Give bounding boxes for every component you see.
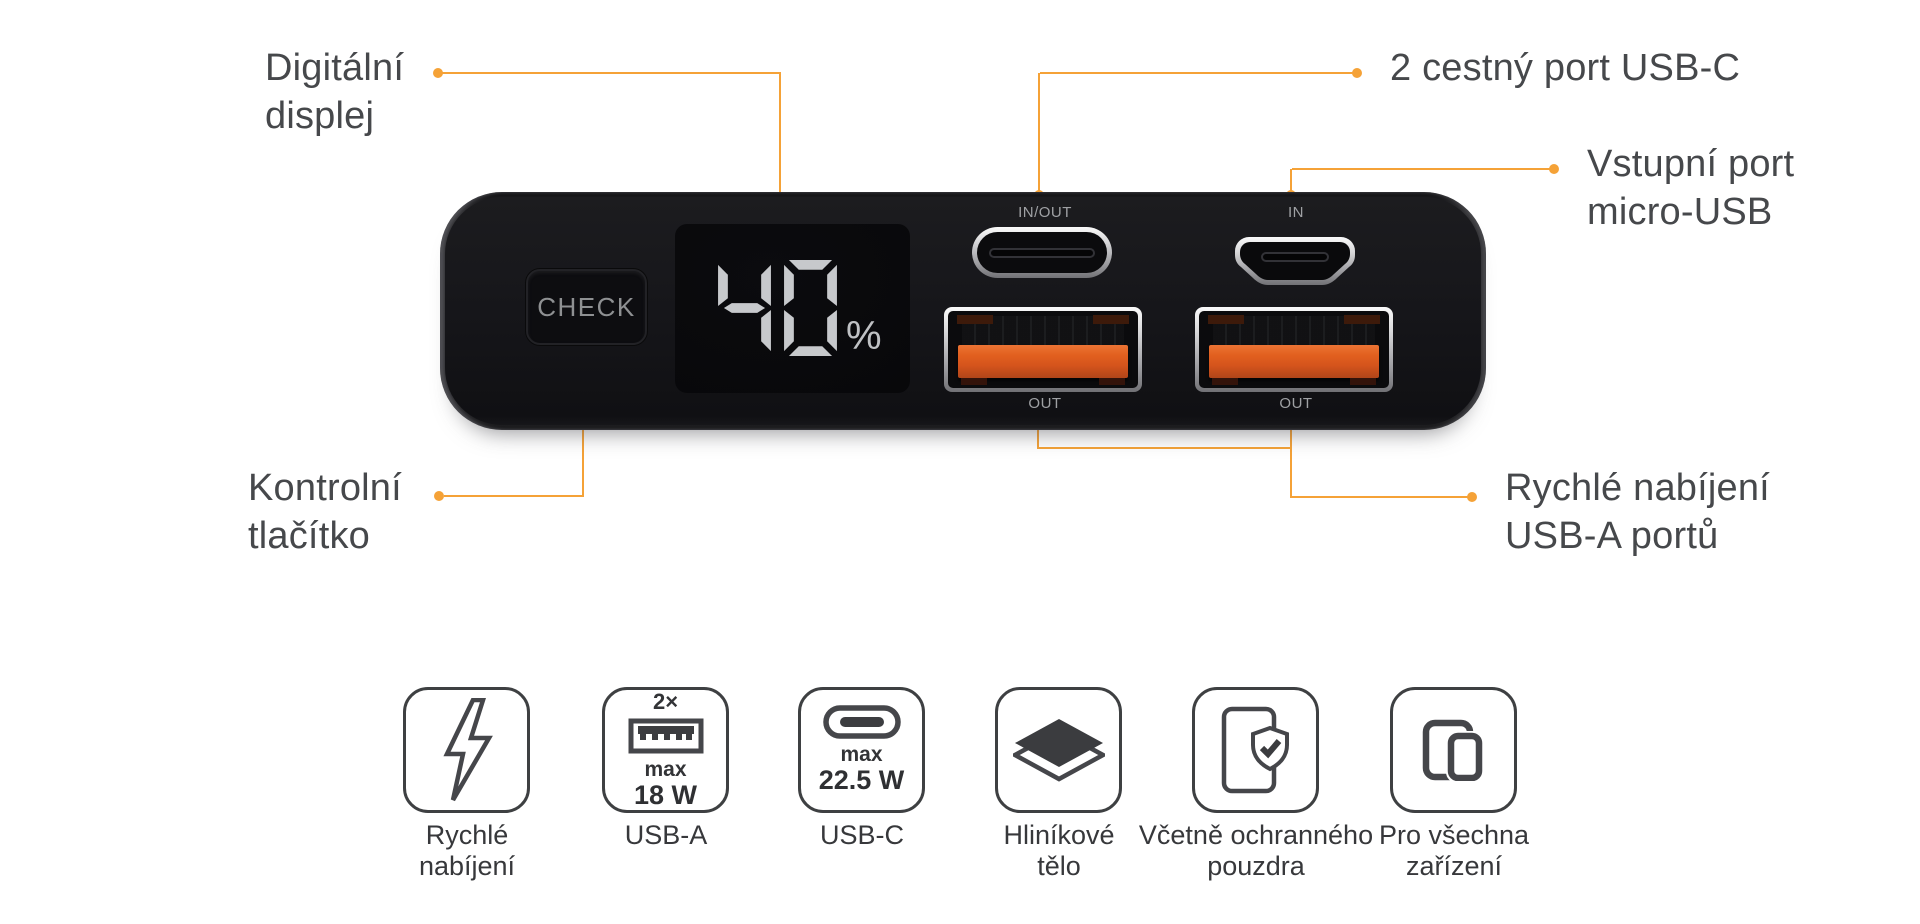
feature-card-all-devices: [1390, 687, 1517, 813]
callout-digital-display-line2: displej: [265, 95, 375, 137]
powerbank-body: CHECK % IN/OUT IN: [440, 192, 1486, 430]
usba-callout-line-v-right: [1290, 422, 1292, 498]
feature-label-all-devices: Pro všechna zařízení: [1324, 820, 1584, 882]
lightning-icon: [442, 698, 493, 802]
check-button: CHECK: [526, 269, 647, 345]
display-callout-dot-text: [433, 68, 443, 78]
callout-check-line1: Kontrolní: [248, 467, 402, 509]
digital-display: %: [675, 224, 910, 393]
usb-a-right-label: OUT: [1279, 395, 1313, 412]
usb-a-left-tab: [961, 378, 987, 385]
feature-label-line: Hliníkové: [1003, 820, 1115, 850]
micro-usb-port-label: IN: [1288, 204, 1304, 221]
callout-digital-display-line1: Digitální: [265, 47, 405, 89]
feature-label-line: USB-A: [624, 820, 708, 850]
callout-usb-c-port: 2 cestný port USB-C: [1390, 44, 1740, 92]
callout-micro-usb-line2: micro-USB: [1587, 191, 1773, 233]
usb-a-left-orange-tongue: [958, 345, 1128, 378]
feature-card-usb-a: 2× max 18 W: [602, 687, 729, 813]
callout-digital-display: Digitální displej: [265, 44, 404, 140]
callout-check-line2: tlačítko: [248, 515, 370, 557]
usb-a-left-tab: [1093, 315, 1129, 324]
usb-a-right-tab: [1212, 378, 1238, 385]
usb-c-port: [972, 227, 1112, 278]
usba-callout-line-h-mid: [1038, 447, 1291, 449]
usb-a-left-label: OUT: [1028, 395, 1062, 412]
micro-usb-port: [1235, 237, 1355, 285]
feature-label-protective-case: Včetně ochranného pouzdra: [1126, 820, 1386, 882]
usb-c-max-label: max: [840, 743, 883, 766]
callout-check-button: Kontrolní tlačítko: [248, 464, 402, 560]
feature-label-usb-c: USB-C: [732, 820, 992, 851]
battery-percentage-digits: [718, 260, 837, 356]
usb-a-power: 18 W: [633, 780, 698, 810]
usb-a-left-cavity: [948, 311, 1138, 388]
display-callout-line-v: [779, 73, 781, 243]
callout-fast-charge-line1: Rychlé nabíjení: [1505, 467, 1770, 509]
feature-label-line: Pro všechna: [1378, 820, 1530, 850]
usbc-callout-dot-text: [1352, 68, 1362, 78]
micro-usb-port-shape: [1235, 237, 1355, 285]
phone-shield-icon: [1221, 706, 1289, 794]
usb-a-right-cavity: [1199, 311, 1389, 388]
callout-usb-c-line1: 2 cestný port USB-C: [1390, 47, 1741, 89]
feature-label-line: zařízení: [1405, 851, 1503, 881]
usb-c-icon: [822, 705, 901, 739]
micro-callout-line-h: [1292, 168, 1552, 170]
check-button-label: CHECK: [537, 291, 636, 322]
callout-micro-usb: Vstupní port micro-USB: [1587, 140, 1794, 236]
powerbank-face: CHECK % IN/OUT IN: [445, 197, 1481, 425]
feature-card-fast-charging: [403, 687, 530, 813]
feature-label-line: Včetně ochranného: [1138, 820, 1374, 850]
feature-label-fast-charging: Rychlé nabíjení: [337, 820, 597, 882]
usb-a-port-left: [944, 307, 1142, 392]
feature-label-line: pouzdra: [1207, 851, 1305, 881]
display-callout-line-h: [440, 72, 781, 74]
feature-card-usb-c: max 22.5 W: [798, 687, 925, 813]
check-callout-dot-text: [434, 491, 444, 501]
usbc-callout-line-v: [1038, 73, 1040, 194]
usba-callout-line-v-left: [1037, 422, 1039, 449]
feature-label-line: USB-C: [819, 820, 904, 850]
usb-a-port-right: [1195, 307, 1393, 392]
feature-label-line: nabíjení: [418, 851, 516, 881]
callout-fast-charge: Rychlé nabíjení USB-A portů: [1505, 464, 1770, 560]
feature-card-protective-case: [1192, 687, 1319, 813]
callout-fast-charge-line2: USB-A portů: [1505, 515, 1719, 557]
percent-sign: %: [846, 314, 882, 358]
usb-a-right-tab: [1350, 378, 1376, 385]
usbc-callout-line-h: [1040, 72, 1354, 74]
check-callout-line-h: [444, 495, 584, 497]
layers-icon: [1012, 719, 1105, 782]
callout-micro-usb-line1: Vstupní port: [1587, 143, 1795, 185]
usba-callout-line-h-end: [1291, 496, 1469, 498]
usb-a-right-tab: [1344, 315, 1380, 324]
micro-callout-dot-text: [1549, 164, 1559, 174]
usb-a-left-tab: [1099, 378, 1125, 385]
feature-label-line: tělo: [1037, 851, 1081, 881]
usb-a-right-tab: [1208, 315, 1244, 324]
feature-label-aluminium-body: Hliníkové tělo: [929, 820, 1189, 882]
usb-a-left-tab: [957, 315, 993, 324]
usb-c-power: 22.5 W: [818, 765, 905, 795]
micro-usb-connector-slot: [1261, 252, 1329, 262]
feature-card-aluminium-body: [995, 687, 1122, 813]
usb-a-count: 2×: [652, 689, 679, 714]
usba-callout-dot-text: [1467, 492, 1477, 502]
micro-callout-line-v: [1290, 169, 1292, 194]
usb-c-connector-slot: [989, 248, 1095, 258]
usb-a-icon: [628, 718, 703, 754]
devices-icon: [1422, 719, 1484, 781]
usb-a-max-label: max: [644, 758, 687, 781]
usb-a-right-orange-tongue: [1209, 345, 1379, 378]
feature-label-line: Rychlé: [425, 820, 509, 850]
usb-c-port-label: IN/OUT: [1018, 204, 1072, 221]
usb-c-port-cavity: [977, 232, 1107, 273]
feature-label-usb-a: USB-A: [536, 820, 796, 851]
